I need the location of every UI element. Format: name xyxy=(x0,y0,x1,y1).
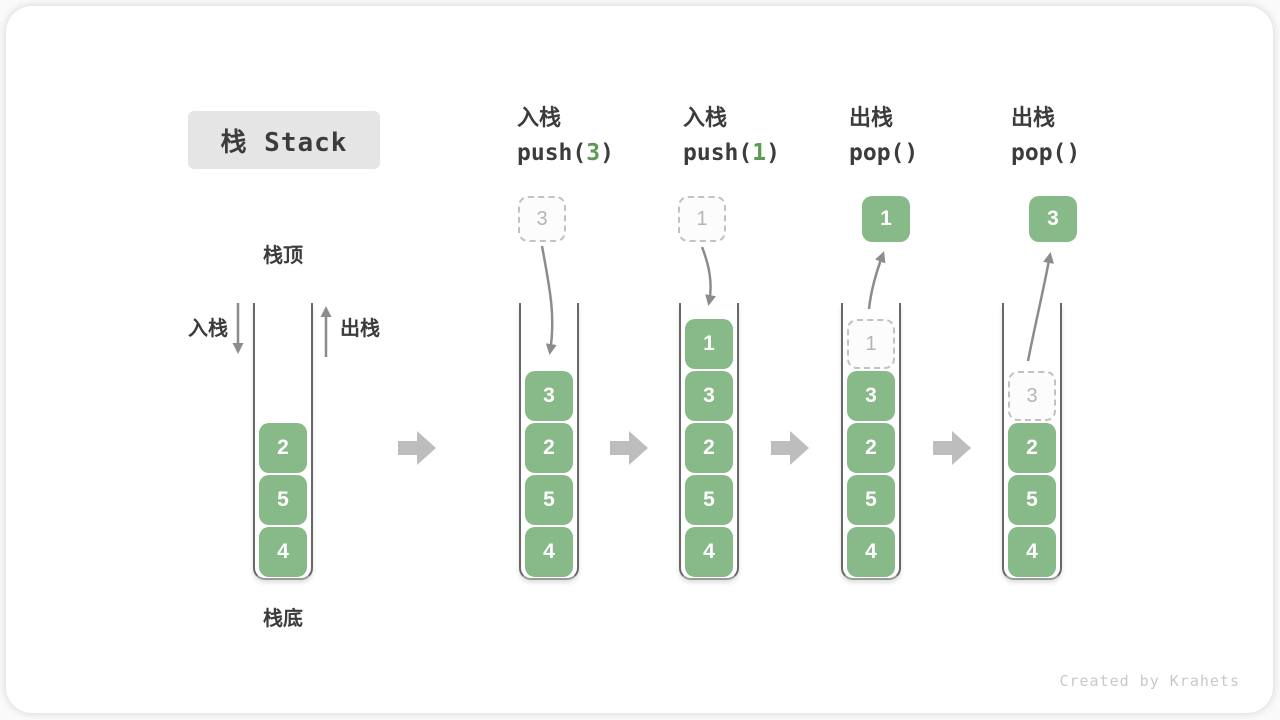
code-after: ) xyxy=(766,140,780,166)
code-before: pop( xyxy=(1011,140,1067,166)
op-code: push(1) xyxy=(683,138,780,168)
stack-element: 4 xyxy=(685,527,733,577)
op-code: pop() xyxy=(1011,138,1080,168)
stack-top-label: 栈顶 xyxy=(263,245,303,267)
stack-element: 2 xyxy=(847,423,895,473)
incoming-value-box: 3 xyxy=(518,196,566,242)
stack-element: 2 xyxy=(525,423,573,473)
stage-push1-header: 入栈 push(1) xyxy=(683,104,780,168)
code-after: ) xyxy=(600,140,614,166)
op-code: push(3) xyxy=(517,138,614,168)
stack-element: 4 xyxy=(525,527,573,577)
stage-pop3-header: 出栈 pop() xyxy=(1011,104,1080,168)
popped-slot-ghost: 3 xyxy=(1008,371,1056,421)
stack-element: 2 xyxy=(259,423,307,473)
push-side-label: 入栈 xyxy=(188,318,228,340)
stage-push3-header: 入栈 push(3) xyxy=(517,104,614,168)
code-after: ) xyxy=(1066,140,1081,166)
stage-pop1-header: 出栈 pop() xyxy=(849,104,918,168)
stack-element: 4 xyxy=(259,527,307,577)
stack-element: 2 xyxy=(685,423,733,473)
stack-element: 1 xyxy=(685,319,733,369)
pop-side-label: 出栈 xyxy=(340,318,380,340)
code-before: push( xyxy=(683,140,753,166)
op-label: 出栈 xyxy=(849,105,894,130)
code-arg: 3 xyxy=(586,140,601,166)
stack-element: 5 xyxy=(685,475,733,525)
stack-element: 5 xyxy=(847,475,895,525)
code-after: ) xyxy=(904,140,919,166)
stack-element: 4 xyxy=(847,527,895,577)
stack-element: 3 xyxy=(525,371,573,421)
stack-element: 2 xyxy=(1008,423,1056,473)
stack-element: 5 xyxy=(525,475,573,525)
outgoing-value-box: 3 xyxy=(1029,196,1077,242)
stack-element: 3 xyxy=(847,371,895,421)
stack-element: 3 xyxy=(685,371,733,421)
stack-element: 5 xyxy=(1008,475,1056,525)
op-code: pop() xyxy=(849,138,918,168)
popped-slot-ghost: 1 xyxy=(847,319,895,369)
op-label: 入栈 xyxy=(517,105,562,130)
incoming-value-box: 1 xyxy=(678,196,726,242)
op-label: 出栈 xyxy=(1011,105,1056,130)
code-arg: 1 xyxy=(752,140,767,166)
code-before: push( xyxy=(517,140,587,166)
outgoing-value-box: 1 xyxy=(862,196,910,242)
diagram-title: 栈 Stack xyxy=(188,111,380,169)
stack-bottom-label: 栈底 xyxy=(263,608,303,630)
code-before: pop( xyxy=(849,140,905,166)
stack-element: 4 xyxy=(1008,527,1056,577)
watermark: Created by Krahets xyxy=(1059,672,1240,690)
op-label: 入栈 xyxy=(683,105,728,130)
stack-element: 5 xyxy=(259,475,307,525)
